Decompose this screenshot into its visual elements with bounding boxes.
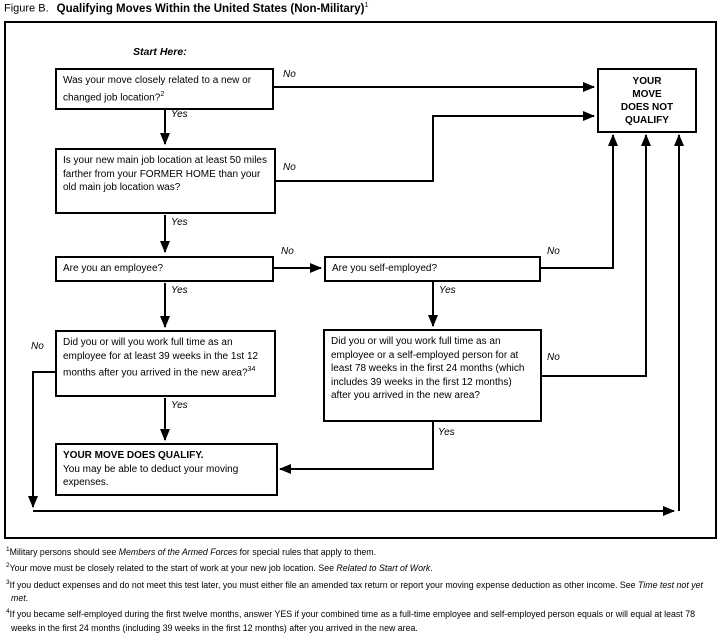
edge-label-q3-no: No (281, 246, 294, 257)
footnote-1-italic: Members of the Armed Forces (118, 546, 238, 557)
start-here-label: Start Here: (133, 46, 187, 58)
footnote-4-marker: 4 (6, 608, 10, 616)
node-q5-footnote-ref: 34 (247, 366, 256, 373)
not-qualify-line: MOVE (632, 89, 662, 100)
figure-title: Figure B. Qualifying Moves Within the Uni… (4, 2, 368, 15)
footnote-3: 3If you deduct expenses and do not meet … (3, 576, 719, 606)
not-qualify-line: DOES NOT (620, 102, 674, 113)
node-q4-self-employed: Are you self-employed? (324, 256, 541, 282)
edge-label-q4-no: No (547, 246, 560, 257)
node-does-qualify: YOUR MOVE DOES QUALIFY. You may be able … (55, 443, 278, 496)
node-does-not-qualify: YOUR MOVE DOES NOT QUALIFY (597, 68, 697, 133)
footnote-3-italic: Time test not yet met (11, 579, 703, 603)
footnote-3-post: . (25, 592, 29, 603)
qualify-text: You may be able to deduct your moving ex… (63, 463, 239, 489)
edge-label-q5-yes: Yes (171, 400, 188, 411)
node-q1-footnote-ref: 2 (160, 90, 165, 98)
footnote-3-marker: 3 (6, 578, 10, 586)
edge-label-q6-yes: Yes (438, 427, 455, 438)
footnote-4-pre: If you became self-employed during the f… (9, 609, 695, 633)
footnote-1: 1Military persons should see Members of … (3, 543, 719, 559)
footnote-2-post: . (430, 563, 433, 574)
edge-label-q2-no: No (283, 162, 296, 173)
node-q1-text: Was your move closely related to a new o… (63, 75, 252, 103)
not-qualify-line: QUALIFY (625, 115, 669, 126)
node-q1-job-location: Was your move closely related to a new o… (55, 68, 274, 111)
footnote-2-marker: 2 (6, 562, 10, 570)
footnote-1-post: for special rules that apply to them. (237, 546, 377, 557)
edge-label-q2-yes: Yes (171, 217, 188, 228)
edge-label-q6-no: No (547, 352, 560, 363)
footnote-4: 4If you became self-employed during the … (3, 605, 719, 635)
footnote-2: 2Your move must be closely related to th… (3, 559, 719, 575)
node-q5-39-weeks: Did you or will you work full time as an… (55, 330, 276, 397)
figure-label: Figure B. (4, 2, 49, 15)
node-q4-text: Are you self-employed? (332, 263, 438, 275)
figure-title-text: Qualifying Moves Within the United State… (56, 2, 365, 15)
edge-label-q3-yes: Yes (171, 285, 188, 296)
node-q6-text: Did you or will you work full time as an… (331, 336, 525, 401)
figure-title-footnote-ref: 1 (364, 2, 369, 9)
not-qualify-line: YOUR (632, 76, 662, 87)
node-q5-text: Did you or will you work full time as an… (63, 337, 259, 379)
footnote-3-pre: If you deduct expenses and do not meet t… (9, 579, 638, 590)
footnote-2-pre: Your move must be closely related to the… (9, 563, 337, 574)
edge-label-q5-no: No (31, 341, 44, 352)
node-q6-78-weeks: Did you or will you work full time as an… (323, 329, 542, 422)
node-q3-text: Are you an employee? (63, 263, 164, 275)
qualify-heading: YOUR MOVE DOES QUALIFY. (63, 450, 204, 461)
node-q3-employee: Are you an employee? (55, 256, 274, 282)
edge-label-q1-no: No (283, 69, 296, 80)
footnote-1-pre: Military persons should see (9, 546, 119, 557)
footnote-2-italic: Related to Start of Work (336, 563, 431, 574)
edge-label-q4-yes: Yes (439, 285, 456, 296)
edge-label-q1-yes: Yes (171, 109, 188, 120)
node-q2-text: Is your new main job location at least 5… (63, 155, 267, 193)
footnote-1-marker: 1 (6, 546, 10, 553)
footnotes: 1Military persons should see Members of … (3, 543, 719, 635)
node-q2-50-miles: Is your new main job location at least 5… (55, 148, 276, 214)
